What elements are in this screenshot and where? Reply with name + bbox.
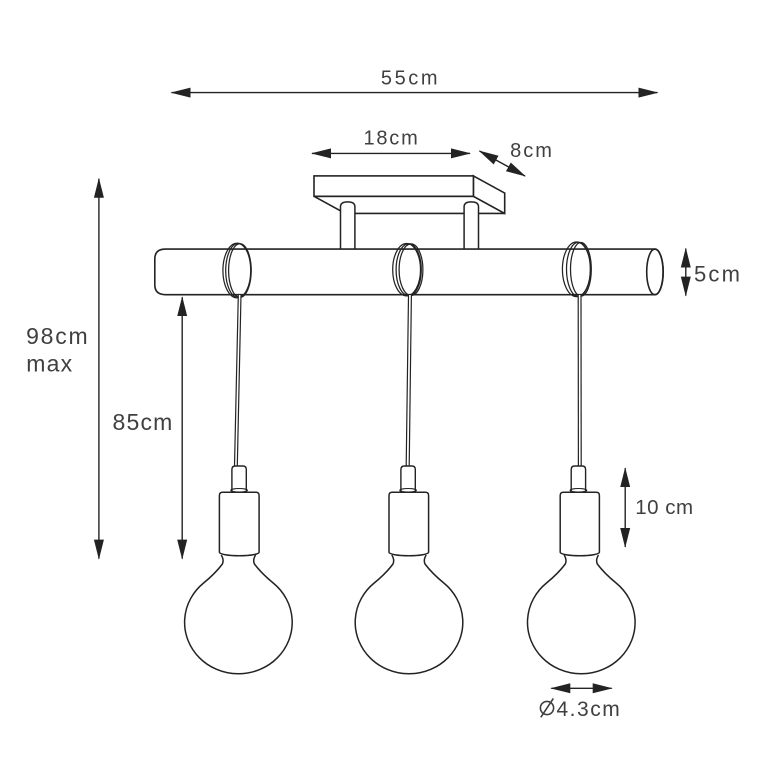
svg-text:max: max bbox=[26, 351, 73, 377]
svg-text:4.3cm: 4.3cm bbox=[557, 698, 622, 721]
svg-text:10 cm: 10 cm bbox=[635, 496, 693, 519]
svg-text:85cm: 85cm bbox=[112, 409, 173, 435]
svg-text:18cm: 18cm bbox=[363, 128, 419, 150]
svg-text:8cm: 8cm bbox=[510, 140, 554, 162]
svg-text:98cm: 98cm bbox=[26, 323, 89, 349]
svg-text:55cm: 55cm bbox=[381, 68, 440, 90]
svg-text:5cm: 5cm bbox=[694, 262, 742, 287]
